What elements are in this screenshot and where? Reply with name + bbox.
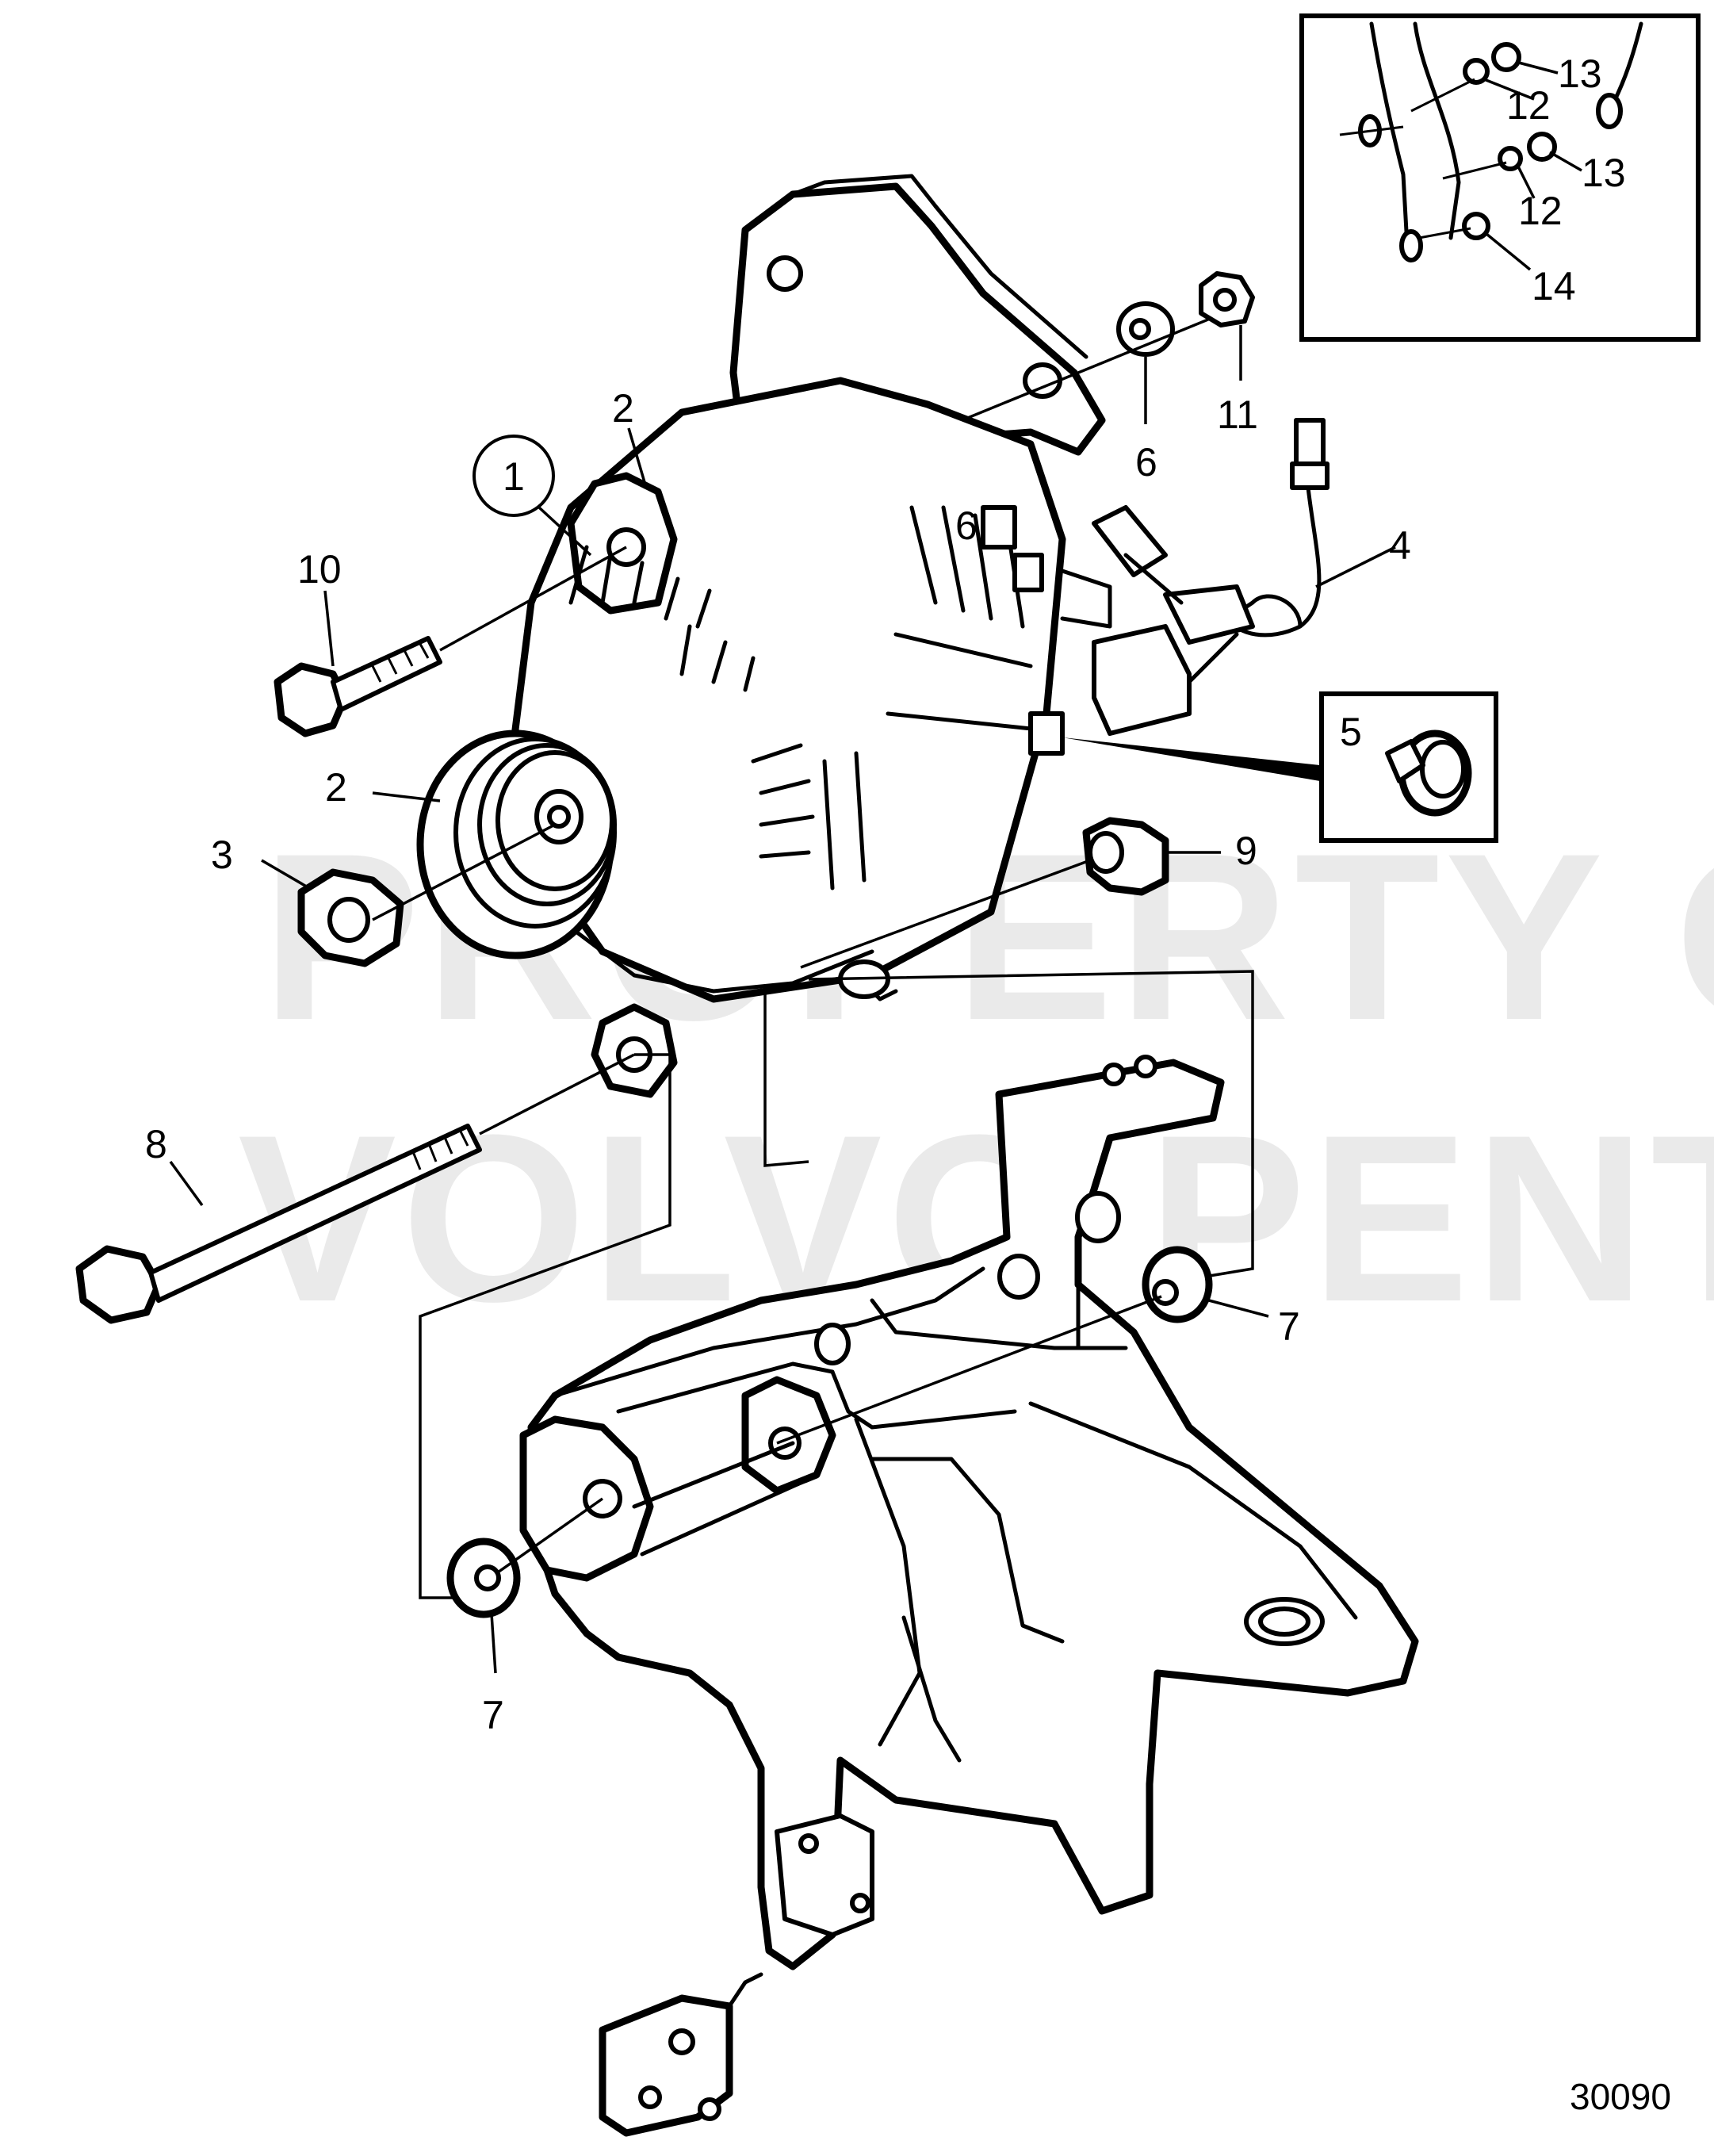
inset-cable-2: [1413, 21, 1461, 240]
callout-6-left: 6: [955, 504, 978, 548]
clamp-pointer: [1062, 737, 1320, 781]
inset-lug-2: [1399, 229, 1423, 262]
callout-10: 10: [297, 547, 342, 592]
callouts: 1 2 2 3 4 5 6 6 7 7 8 9 10 11: [145, 386, 1411, 1737]
callout-2-pulley: 2: [325, 765, 347, 810]
washer-7-pair: [446, 1246, 1269, 1674]
inset-nut-13b: [1527, 132, 1557, 162]
clamp-detail-5: [1062, 691, 1498, 843]
wiring-harness-4: [1092, 418, 1396, 736]
callout-1: 1: [503, 454, 525, 499]
callout-12b: 12: [1518, 189, 1563, 233]
callout-6-right: 6: [1135, 440, 1157, 484]
nut-3: [261, 823, 556, 967]
assembly-guide-lines: [419, 970, 1254, 1599]
inset-cable-3: [1611, 21, 1643, 105]
inset-nut-14: [1462, 212, 1490, 240]
callout-7-right: 7: [1278, 1304, 1300, 1349]
inset-washer-12a: [1463, 58, 1490, 85]
callout-13b: 13: [1582, 151, 1626, 195]
inset-washer-12b: [1498, 146, 1523, 171]
callout-4: 4: [1389, 523, 1411, 568]
callout-8: 8: [145, 1122, 167, 1166]
bolt-8: [75, 1053, 635, 1324]
inset-nut-13a: [1491, 42, 1521, 72]
nut-11: [1199, 271, 1255, 381]
callout-14: 14: [1532, 264, 1576, 308]
callout-9: 9: [1235, 829, 1257, 873]
inset-cable-detail: 13 12 13 12 14: [1299, 13, 1701, 342]
callout-3: 3: [211, 833, 233, 877]
inset-lug-3: [1596, 93, 1623, 129]
callout-5: 5: [1340, 710, 1362, 754]
callout-12a: 12: [1506, 83, 1551, 128]
callout-11: 11: [1217, 393, 1258, 437]
inset-cable-1: [1369, 21, 1410, 248]
callout-7-left: 7: [482, 1693, 504, 1737]
callout-2-top: 2: [612, 386, 634, 431]
drawing-number: 30090: [1570, 2076, 1671, 2117]
lower-bracket: [519, 1055, 1419, 2137]
bolt-10: [274, 546, 627, 737]
callout-1-bubble: [472, 435, 592, 557]
callout-13a: 13: [1558, 52, 1602, 96]
sleeve-9: [800, 817, 1221, 969]
